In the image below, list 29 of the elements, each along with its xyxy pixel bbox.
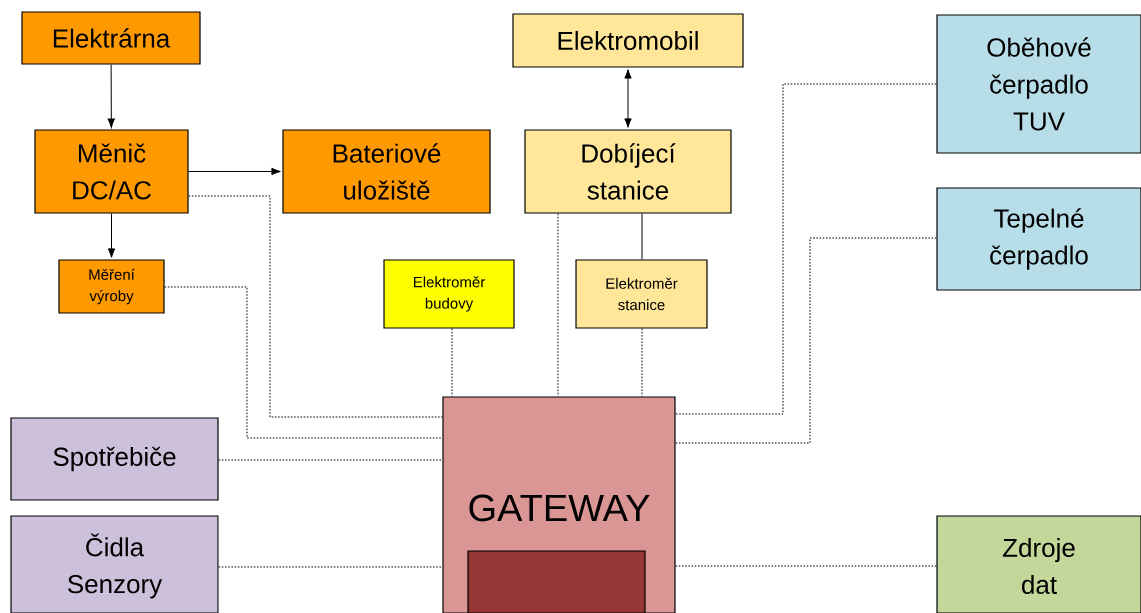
arrow — [188, 167, 281, 176]
dotted-connector — [218, 459, 443, 461]
arrow — [107, 64, 115, 128]
connector-line — [641, 213, 643, 260]
process-box: Elektrárna — [21, 11, 201, 65]
process-box: Elektromobil — [512, 13, 744, 68]
arrow — [107, 213, 116, 258]
data-source-box: Zdroje dat — [936, 515, 1141, 613]
dotted-connector — [188, 195, 443, 418]
arrow — [624, 69, 632, 128]
meter-box: Elektroměr stanice — [575, 259, 708, 329]
device-box: Spotřebiče — [10, 417, 219, 501]
meter-box: Měření výroby — [58, 259, 165, 314]
process-box: Měnič DC/AC — [34, 129, 189, 214]
meter-box: Elektroměr budovy — [383, 259, 515, 329]
dotted-connector — [451, 328, 453, 397]
module-box — [467, 550, 646, 613]
process-box: Dobíjecí stanice — [524, 129, 732, 214]
dotted-connector — [641, 328, 643, 397]
device-box: Oběhové čerpadlo TUV — [936, 14, 1141, 154]
dotted-connector — [557, 213, 559, 397]
dotted-connector — [218, 566, 443, 568]
dotted-connector — [675, 565, 937, 567]
dotted-connector — [675, 237, 937, 444]
device-box: Čidla Senzory — [10, 515, 219, 613]
process-box: Bateriové uložiště — [282, 129, 491, 214]
dotted-connector — [675, 83, 937, 415]
dotted-connector — [164, 286, 443, 439]
device-box: Tepelné čerpadlo — [936, 187, 1141, 291]
